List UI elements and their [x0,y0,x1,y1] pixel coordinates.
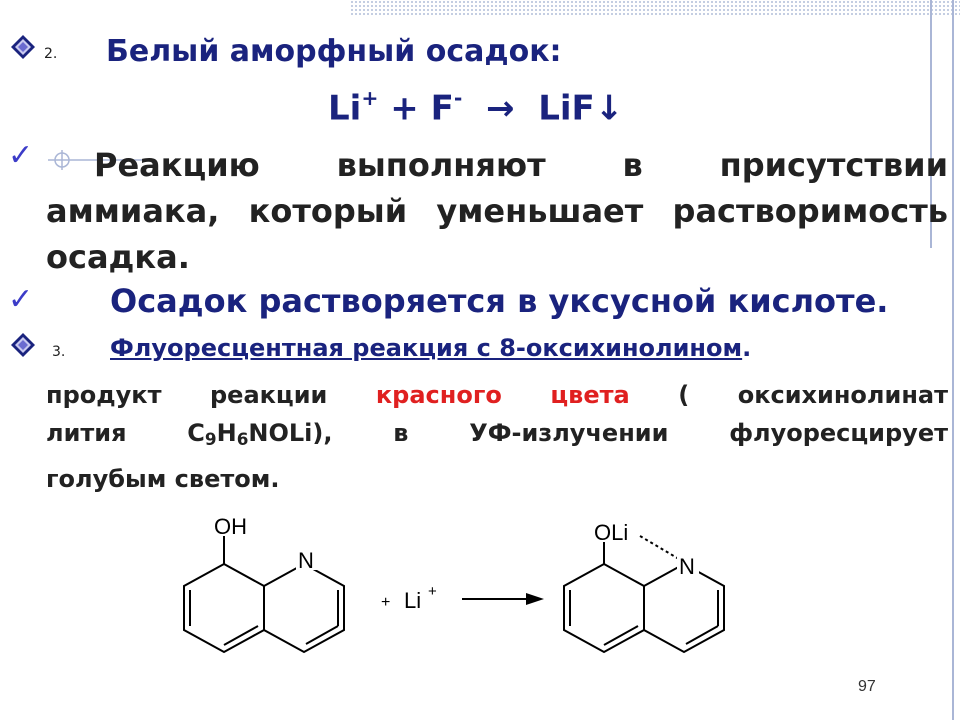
checkmark-icon: ✓ [8,282,34,317]
n-label: N [298,548,314,573]
lithium-oxinate-structure [563,535,725,654]
note2-text: Осадок растворяется в уксусной кислоте. [110,282,889,320]
diamond-bullet-icon [11,333,35,357]
item3-heading: Флуоресцентная реакция с 8-оксихинолином… [110,334,752,362]
note-line: аммиака, который уменьшает растворимость [46,192,948,230]
note-line: осадка. [46,238,190,276]
reaction-equation: Li+ + F- → LiF↓ [328,86,624,129]
plus-label: + [381,594,390,611]
item-number: 3. [52,344,66,360]
checkmark-icon: ✓ [8,138,34,173]
item-number: 2. [44,46,58,62]
diamond-bullet-icon [11,35,35,59]
top-decoration [350,0,960,16]
page-number: 97 [858,678,876,695]
li-label: Li [404,588,421,613]
decor-line [952,0,954,720]
reaction-scheme: OH N + Li + OLi N [183,514,725,654]
n-label: N [679,554,695,579]
oh-label: OH [214,514,247,539]
oli-label: OLi [594,520,628,545]
crosshair-icon [48,150,148,170]
li-charge: + [428,583,437,600]
item2-heading: Белый аморфный осадок: [106,34,562,69]
note-line: Реакцию выполняют в присутствии [94,146,948,184]
decor-line [930,0,932,248]
product-line-3: голубым светом. [46,465,280,493]
product-line-1: продукт реакции красного цвета ( оксихин… [46,381,948,409]
product-line-2: лития С9Н6NOLi), в УФ-излучении флуоресц… [46,419,949,450]
hydroxyquinoline-structure [183,536,345,654]
